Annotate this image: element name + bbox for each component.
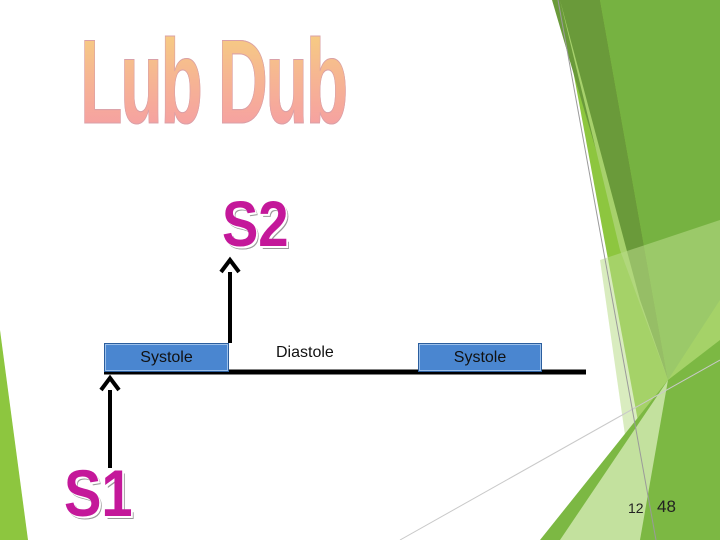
bottom-pale-strip [560, 380, 668, 540]
lub-dub-title: Lub Dub [80, 15, 349, 149]
s2-label: S2 [222, 188, 289, 260]
s1-label: S1 [64, 456, 133, 530]
systole-box-1: Systole [104, 343, 229, 372]
left-green-sliver [0, 330, 28, 540]
thin-gray-line [557, 0, 657, 540]
slide-number: 12 [628, 500, 644, 516]
diastole-label: Diastole [276, 344, 334, 361]
s1-arrow-head [99, 374, 121, 392]
systole-box-2: Systole [418, 343, 542, 372]
s2-arrow-head [219, 256, 241, 274]
page-number: 48 [657, 497, 676, 516]
thin-diagonal-line [399, 359, 720, 540]
